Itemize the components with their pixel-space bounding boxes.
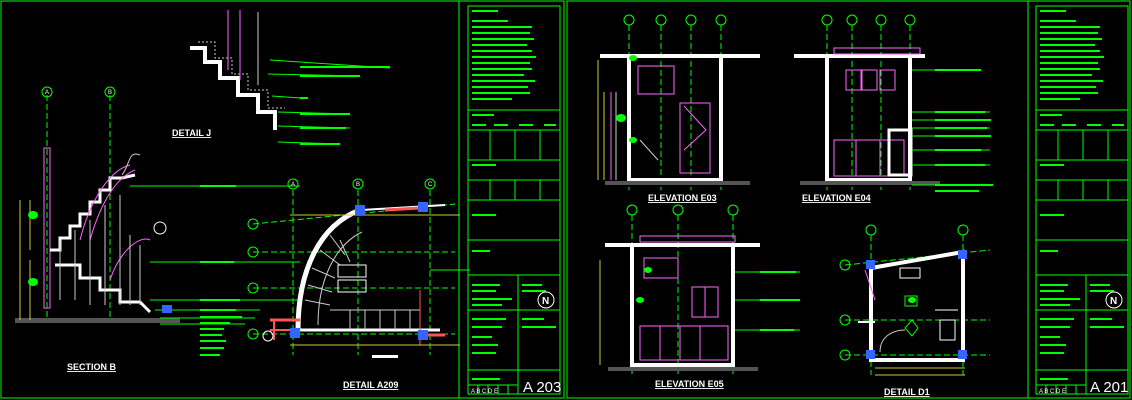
elevation-e04-drawing (794, 25, 990, 190)
elevation-e05-notes (636, 267, 800, 331)
elevation-e03-markers (616, 55, 637, 143)
elevation-e04-title: ELEVATION E04 (802, 193, 871, 203)
elevation-e03-drawing (597, 25, 760, 190)
left-sheet-frame (0, 0, 565, 399)
left-north-arrow: N (537, 291, 555, 309)
detail-a209-grid-label-text: A B C (291, 182, 433, 188)
svg-text:N: N (542, 296, 549, 307)
svg-text:N: N (1110, 296, 1117, 307)
left-titleblock-notes (472, 10, 556, 380)
detail-j-title: DETAIL J (172, 128, 211, 138)
detail-j-notes (300, 66, 390, 145)
svg-text:C: C (428, 182, 433, 188)
detail-a209-drawing (252, 190, 470, 358)
right-sheet-frame (566, 0, 1131, 399)
section-b-markers (28, 211, 172, 313)
elevation-e04-notes (935, 69, 993, 192)
right-titleblock-notes (1040, 10, 1124, 380)
detail-a209-section-markers (262, 202, 428, 342)
detail-a209-grid-bubbles (247, 178, 436, 340)
section-b-notes (200, 185, 242, 356)
elevation-e05-drawing (599, 215, 800, 375)
svg-text:A: A (45, 90, 49, 96)
section-b-grid-label-text: A B (45, 90, 112, 96)
svg-text:A: A (291, 182, 295, 188)
svg-text:B: B (356, 182, 360, 188)
elevation-e04-bubbles (821, 14, 916, 26)
left-sheet-number: A 203 (523, 379, 561, 396)
elevation-e05-bubbles (626, 204, 739, 216)
svg-text:B: B (108, 90, 112, 96)
section-b-drawing (15, 86, 300, 325)
right-sheet-number: A 201 (1090, 379, 1128, 396)
right-north-arrow: N (1105, 291, 1123, 309)
detail-d1-markers (839, 224, 969, 361)
detail-d1-title: DETAIL D1 (884, 387, 930, 397)
section-b-title: SECTION B (67, 362, 117, 372)
right-grid-letters: A B C D E (1039, 389, 1066, 395)
elevation-e03-title: ELEVATION E03 (648, 193, 717, 203)
left-grid-letters: A B C D E (471, 389, 498, 395)
detail-a209-title: DETAIL A209 (343, 380, 398, 390)
elevation-e03-bubbles (623, 14, 727, 26)
elevation-e05-title: ELEVATION E05 (655, 379, 724, 389)
